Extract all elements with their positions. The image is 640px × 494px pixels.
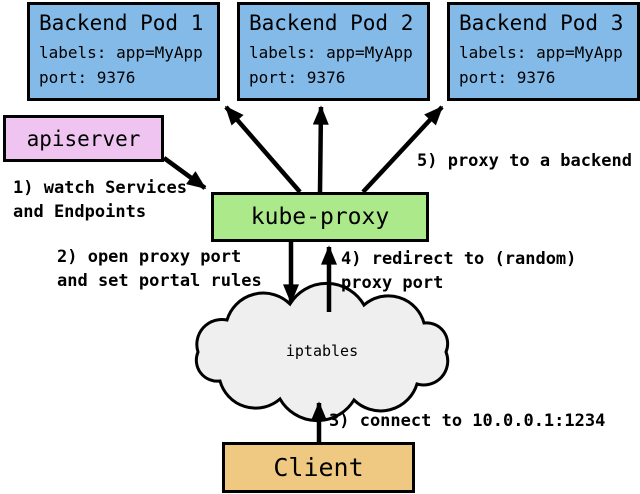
arrow-kube-proxy-to-pod2	[312, 105, 329, 193]
arrow-kube-proxy-to-pod3	[361, 105, 444, 194]
annotation-step3: 3) connect to 10.0.0.1:1234	[329, 411, 606, 431]
pod-title: Backend Pod 3	[459, 11, 624, 35]
annotation-step5: 5) proxy to a backend	[417, 151, 632, 171]
pod-title: Backend Pod 2	[249, 11, 414, 35]
iptables-cloud	[194, 281, 450, 423]
apiserver-box: apiserver	[3, 115, 164, 162]
annotation-step4: 4) redirect to (random) proxy port	[341, 249, 577, 293]
pod-port: port: 9376	[249, 68, 346, 87]
arrow-kube-proxy-to-pod1	[224, 105, 302, 194]
pod-port: port: 9376	[459, 68, 556, 87]
pod-title: Backend Pod 1	[39, 11, 204, 35]
client-box: Client	[222, 442, 415, 493]
iptables-label: iptables	[285, 342, 359, 360]
kube-proxy-box: kube-proxy	[211, 192, 429, 242]
annotation-step1: 1) watch Services and Endpoints	[13, 178, 187, 222]
arrow-apiserver-to-kube-proxy	[162, 156, 207, 190]
apiserver-label: apiserver	[26, 126, 141, 151]
pod-labels: labels: app=MyApp	[249, 43, 413, 62]
backend-pod-3-box: Backend Pod 3 labels: app=MyApp port: 93…	[447, 2, 640, 101]
pod-labels: labels: app=MyApp	[459, 43, 623, 62]
pod-port: port: 9376	[39, 68, 136, 87]
annotation-step2: 2) open proxy port and set portal rules	[57, 247, 262, 291]
pod-labels: labels: app=MyApp	[39, 43, 203, 62]
client-label: Client	[273, 453, 364, 482]
kube-proxy-label: kube-proxy	[250, 204, 390, 230]
backend-pod-2-box: Backend Pod 2 labels: app=MyApp port: 93…	[237, 2, 430, 101]
backend-pod-1-box: Backend Pod 1 labels: app=MyApp port: 93…	[27, 2, 220, 101]
